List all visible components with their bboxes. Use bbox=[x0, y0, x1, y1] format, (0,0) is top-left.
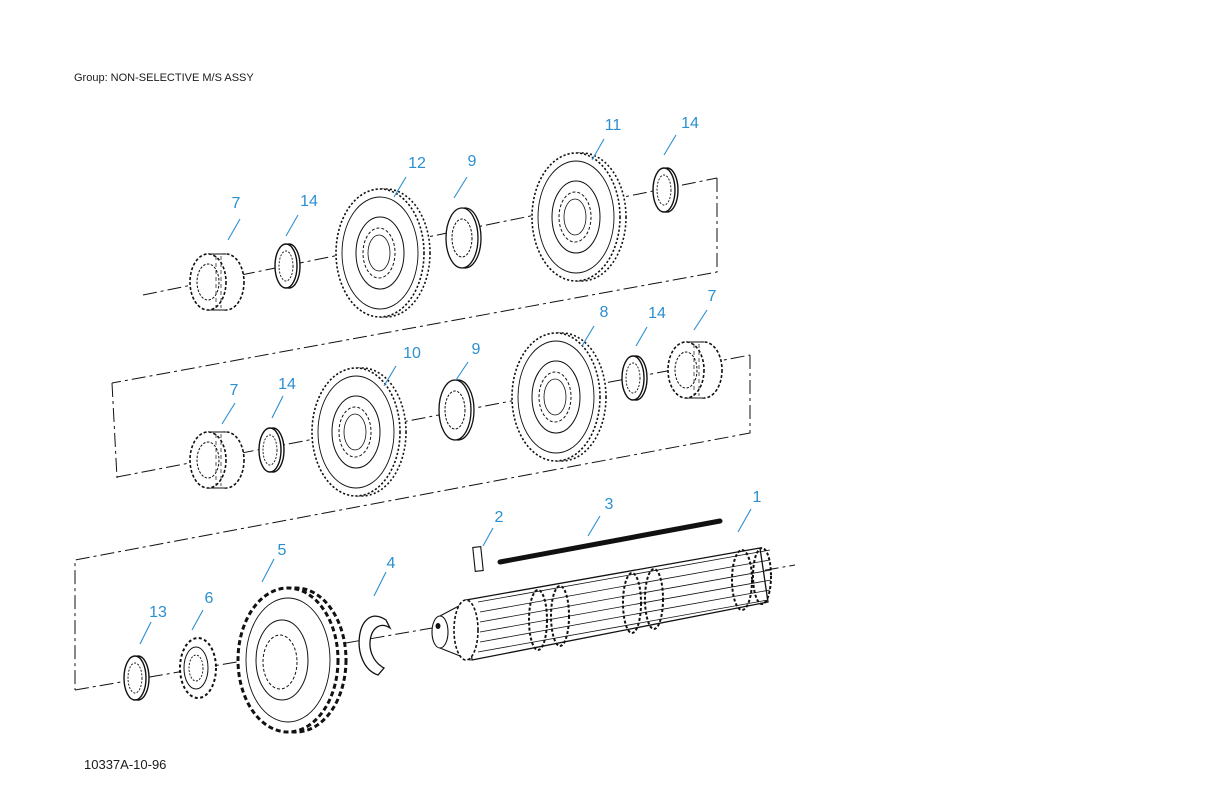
assembly-frame-middle bbox=[74, 354, 751, 690]
callout-14: 14 bbox=[648, 305, 666, 322]
bushing-ring-icon bbox=[652, 167, 679, 213]
group-label: Group: NON-SELECTIVE M/S ASSY bbox=[74, 72, 254, 84]
bushing-ring-icon bbox=[258, 427, 285, 473]
synchro-hub-icon bbox=[189, 253, 245, 311]
leader-lines bbox=[139, 134, 752, 645]
callout-7: 7 bbox=[230, 382, 239, 399]
large-spur-gear-icon bbox=[531, 152, 627, 282]
synchro-hub-icon bbox=[189, 431, 245, 489]
callout-14: 14 bbox=[300, 193, 318, 210]
callouts: 11 14 12 9 7 14 8 14 7 10 9 7 14 2 3 1 5… bbox=[149, 115, 761, 621]
large-spur-gear-icon bbox=[311, 367, 407, 497]
callout-6: 6 bbox=[205, 590, 214, 607]
callout-13: 13 bbox=[149, 604, 167, 621]
callout-11: 11 bbox=[605, 117, 622, 134]
key-pin-icon bbox=[472, 546, 484, 572]
callout-5: 5 bbox=[278, 542, 287, 559]
small-gear-icon bbox=[179, 637, 217, 699]
spur-gear-icon bbox=[236, 586, 348, 734]
callout-9: 9 bbox=[472, 341, 481, 358]
figure-code: 10337A-10-96 bbox=[84, 757, 167, 772]
callout-1: 1 bbox=[753, 489, 762, 506]
callout-8: 8 bbox=[600, 304, 609, 321]
callout-9: 9 bbox=[468, 153, 477, 170]
callout-4: 4 bbox=[387, 555, 396, 572]
splined-shaft-icon bbox=[431, 547, 772, 661]
bushing-ring-icon bbox=[123, 655, 150, 701]
synchro-hub-icon bbox=[667, 341, 723, 399]
callout-7: 7 bbox=[232, 195, 241, 212]
callout-10: 10 bbox=[403, 345, 421, 362]
callout-7: 7 bbox=[708, 288, 717, 305]
splined-washer-icon bbox=[445, 207, 482, 269]
callout-14: 14 bbox=[681, 115, 699, 132]
rod-icon bbox=[497, 518, 723, 565]
splined-washer-icon bbox=[438, 379, 475, 441]
snap-ring-icon bbox=[358, 615, 392, 676]
bushing-ring-icon bbox=[274, 243, 301, 289]
large-spur-gear-icon bbox=[511, 332, 607, 462]
callout-14: 14 bbox=[278, 376, 296, 393]
callout-2: 2 bbox=[495, 509, 504, 526]
bushing-ring-icon bbox=[621, 355, 648, 401]
callout-3: 3 bbox=[605, 496, 614, 513]
large-spur-gear-icon bbox=[335, 188, 431, 318]
callout-12: 12 bbox=[408, 155, 426, 172]
